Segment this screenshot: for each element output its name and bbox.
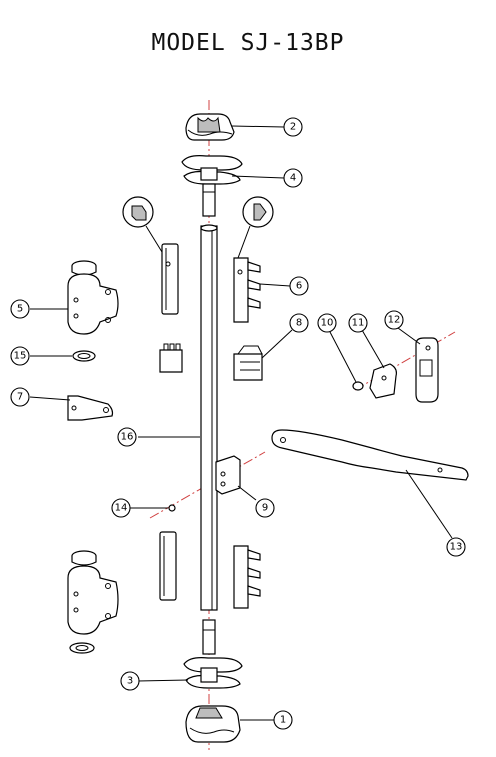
- part-upper-left-guide: [161, 243, 179, 315]
- part-lower-handle: [183, 619, 243, 689]
- callout-7: 7: [10, 387, 30, 407]
- callout-label-5: 5: [17, 304, 23, 315]
- callout-label-14: 14: [115, 503, 128, 514]
- callout-12: 12: [384, 310, 404, 330]
- callout-9: 9: [255, 498, 275, 518]
- part-upper-right-guide: [233, 257, 261, 323]
- detail-bubble-right: [237, 196, 274, 259]
- callout-label-16: 16: [121, 432, 134, 443]
- callout-label-12: 12: [388, 315, 401, 326]
- callout-10: 10: [317, 313, 337, 333]
- diagram-title: MODEL SJ-13BP: [151, 30, 345, 56]
- callout-label-1: 1: [280, 715, 286, 726]
- callout-label-10: 10: [321, 318, 334, 329]
- callout-11: 11: [348, 313, 368, 333]
- callout-label-4: 4: [290, 173, 296, 184]
- callout-2: 2: [283, 117, 303, 137]
- part-latch-clip: [369, 363, 397, 399]
- callout-label-3: 3: [127, 676, 133, 687]
- callout-label-15: 15: [14, 351, 27, 362]
- part-washer: [352, 381, 364, 391]
- leader-lines: [29, 125, 453, 721]
- part-hinge-block: [215, 455, 241, 495]
- part-locking-bar: [271, 429, 469, 481]
- part-main-rod: [200, 224, 218, 611]
- callout-label-11: 11: [352, 318, 365, 329]
- callout-1: 1: [273, 710, 293, 730]
- part-top-cap: [185, 113, 235, 141]
- callout-label-13: 13: [450, 542, 463, 553]
- callout-13: 13: [446, 537, 466, 557]
- part-mid-left-block: [159, 343, 183, 373]
- part-bottom-cap: [185, 705, 241, 743]
- callout-6: 6: [289, 276, 309, 296]
- callout-16: 16: [117, 427, 137, 447]
- part-bushing: [72, 350, 96, 362]
- callout-label-7: 7: [17, 392, 23, 403]
- callout-5: 5: [10, 299, 30, 319]
- part-pin: [168, 504, 176, 512]
- callout-label-2: 2: [290, 122, 296, 133]
- callout-4: 4: [283, 168, 303, 188]
- callout-14: 14: [111, 498, 131, 518]
- part-small-bracket: [67, 395, 114, 421]
- callout-8: 8: [289, 313, 309, 333]
- part-lower-right-guide: [233, 545, 261, 609]
- part-upper-bracket: [67, 260, 119, 335]
- part-lower-left-guide: [159, 531, 177, 601]
- callout-label-6: 6: [296, 281, 302, 292]
- callout-3: 3: [120, 671, 140, 691]
- part-cam-block: [233, 345, 263, 381]
- part-lower-bracket: [67, 550, 119, 654]
- callout-label-9: 9: [262, 503, 268, 514]
- latch-axis-line: [354, 331, 456, 391]
- part-upper-handle: [181, 155, 243, 217]
- callout-label-8: 8: [296, 318, 302, 329]
- detail-bubble-left: [122, 196, 163, 253]
- callout-15: 15: [10, 346, 30, 366]
- part-latch-plate: [415, 337, 439, 403]
